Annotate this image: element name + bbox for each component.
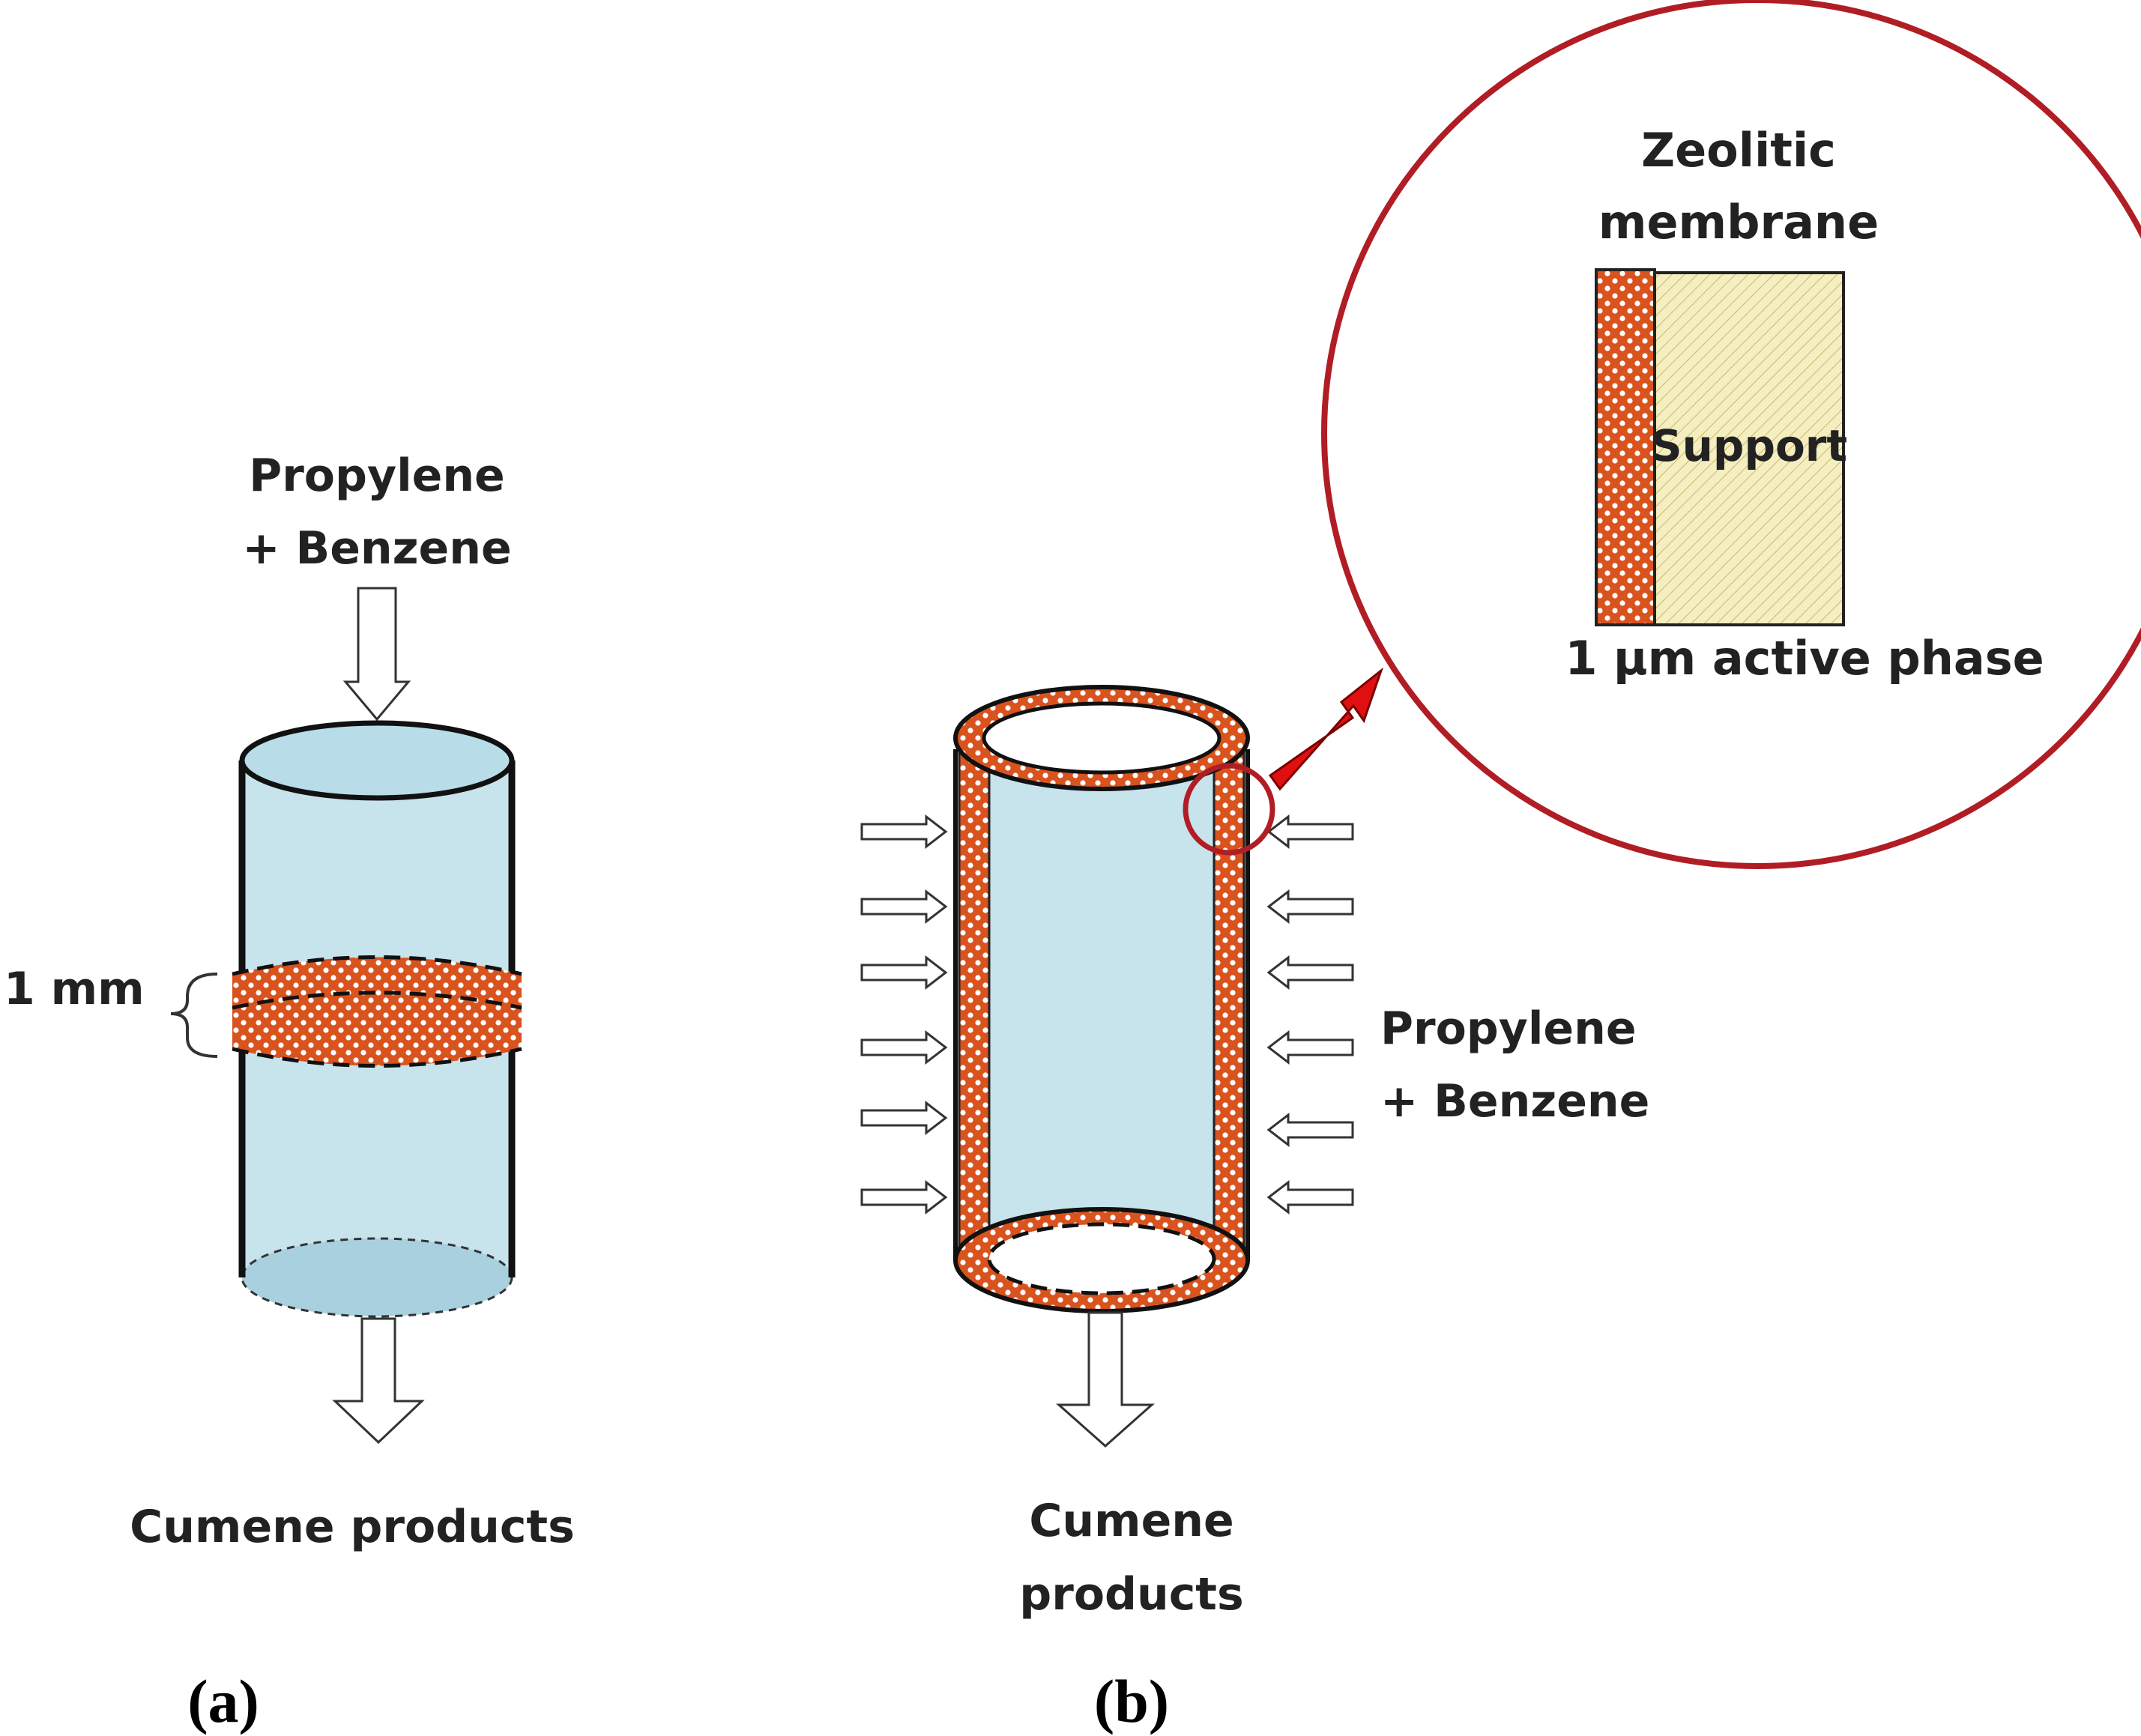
product-label-b-line2: products <box>1019 1568 1243 1621</box>
feed-label-b-line2: + Benzene <box>1380 1075 1649 1128</box>
reactor-a-bottom <box>241 1237 513 1318</box>
inflow-arrow <box>1266 955 1354 991</box>
zoom-arrow <box>1268 667 1384 791</box>
support-label: Support <box>1651 420 1847 471</box>
feed-arrow-a <box>342 587 411 722</box>
zeolitic-membrane-layer <box>1595 268 1656 626</box>
membrane-right-wall <box>1213 748 1245 1262</box>
zoom-marker <box>1183 763 1275 856</box>
product-arrow-b <box>1056 1311 1155 1448</box>
inflow-arrow <box>860 1029 948 1065</box>
reactor-a-top <box>239 720 515 801</box>
active-phase-label: 1 μm active phase <box>1565 631 2044 686</box>
support-layer <box>1653 271 1845 626</box>
inflow-arrow <box>860 814 948 850</box>
caption-a: (a) <box>187 1667 259 1735</box>
tube-bottom-opening <box>987 1222 1216 1295</box>
inflow-arrow <box>860 955 948 991</box>
inflow-arrow <box>860 889 948 925</box>
thickness-label: 1 mm <box>4 963 145 1015</box>
feed-label-b-line1: Propylene <box>1380 1002 1637 1055</box>
feed-label-a-line2: + Benzene <box>242 522 511 575</box>
product-label-a: Cumene products <box>130 1501 575 1553</box>
panel-b: Propylene + Benzene Cumene products (b) <box>860 667 1649 1735</box>
product-arrow-a <box>332 1317 425 1445</box>
inflow-arrow <box>860 1179 948 1215</box>
product-label-b-line1: Cumene <box>1029 1495 1233 1547</box>
catalyst-slab-a <box>232 955 522 1068</box>
caption-b: (b) <box>1094 1667 1169 1735</box>
inflow-arrow <box>1266 1179 1354 1215</box>
tube-top-opening <box>982 701 1222 775</box>
membrane-label-line2: membrane <box>1598 195 1879 249</box>
inflow-arrow <box>1266 889 1354 925</box>
membrane-left-wall <box>958 748 991 1262</box>
feed-label-a-line1: Propylene <box>249 450 505 502</box>
membrane-label-line1: Zeolitic <box>1641 123 1836 178</box>
inflow-arrow <box>1266 1112 1354 1148</box>
inflow-arrows-right <box>1266 814 1354 1215</box>
panel-a: Propylene + Benzene 1 mm Cumene products… <box>4 450 575 1735</box>
inflow-arrow <box>860 1100 948 1136</box>
inflow-arrow <box>1266 814 1354 850</box>
thickness-brace <box>170 973 218 1058</box>
inflow-arrow <box>1266 1029 1354 1065</box>
tube-body <box>989 753 1214 1259</box>
inflow-arrows-left <box>860 814 948 1215</box>
zoom-detail: Zeolitic membrane Support 1 μm active ph… <box>1321 0 2141 869</box>
